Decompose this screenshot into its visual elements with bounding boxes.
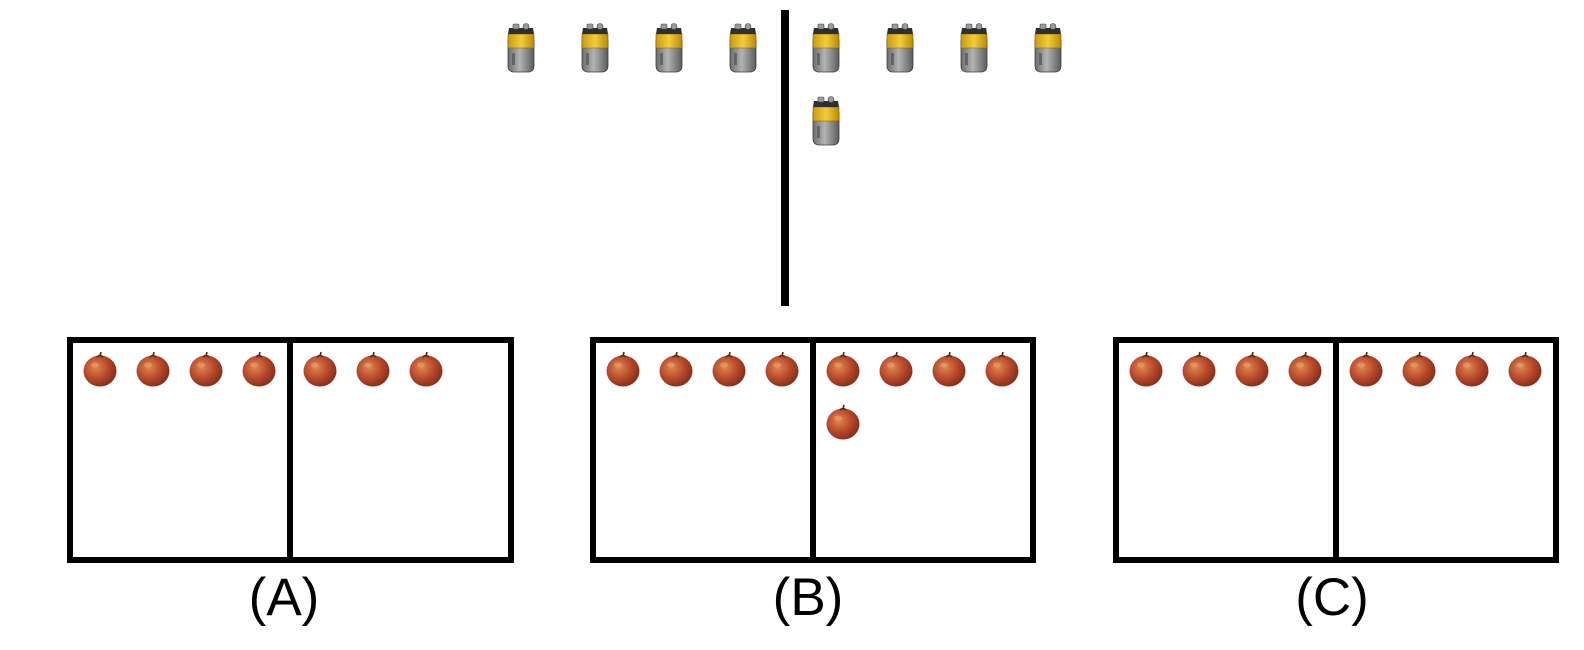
option-c-right-items (1349, 351, 1542, 387)
apple-icon (879, 351, 913, 387)
9v-battery-icon (507, 23, 535, 73)
option-a-right-items (303, 351, 443, 387)
apple-icon (826, 404, 860, 440)
apple-icon (826, 351, 860, 387)
9v-battery-icon (812, 96, 840, 146)
apple-icon (606, 351, 640, 387)
9v-battery-icon (655, 23, 683, 73)
apple-icon (1182, 351, 1216, 387)
apple-icon (242, 351, 276, 387)
option-b-right-items (826, 351, 1019, 440)
apple-icon (189, 351, 223, 387)
apple-icon (1288, 351, 1322, 387)
apple-icon (1129, 351, 1163, 387)
option-c-label[interactable]: (C) (1295, 568, 1369, 627)
apple-icon (985, 351, 1019, 387)
option-a-label[interactable]: (A) (248, 568, 320, 627)
9v-battery-icon (886, 23, 914, 73)
apple-icon (932, 351, 966, 387)
prompt-right-items (812, 23, 1062, 146)
apple-icon (1455, 351, 1489, 387)
option-c-left-items (1129, 351, 1322, 387)
option-a[interactable] (67, 337, 514, 563)
apple-icon (409, 351, 443, 387)
apple-icon (765, 351, 799, 387)
9v-battery-icon (581, 23, 609, 73)
apple-icon (356, 351, 390, 387)
option-b-left-items (606, 351, 799, 387)
prompt-left-items (507, 23, 757, 73)
9v-battery-icon (812, 23, 840, 73)
option-b[interactable] (590, 337, 1036, 563)
apple-icon (83, 351, 117, 387)
apple-icon (1402, 351, 1436, 387)
option-c[interactable] (1113, 337, 1559, 563)
option-a-left-items (83, 351, 276, 387)
9v-battery-icon (729, 23, 757, 73)
option-b-label[interactable]: (B) (772, 568, 844, 627)
apple-icon (1349, 351, 1383, 387)
apple-icon (1508, 351, 1542, 387)
9v-battery-icon (1034, 23, 1062, 73)
apple-icon (712, 351, 746, 387)
apple-icon (136, 351, 170, 387)
apple-icon (1235, 351, 1269, 387)
apple-icon (303, 351, 337, 387)
9v-battery-icon (960, 23, 988, 73)
prompt-group (507, 10, 1062, 306)
apple-icon (659, 351, 693, 387)
